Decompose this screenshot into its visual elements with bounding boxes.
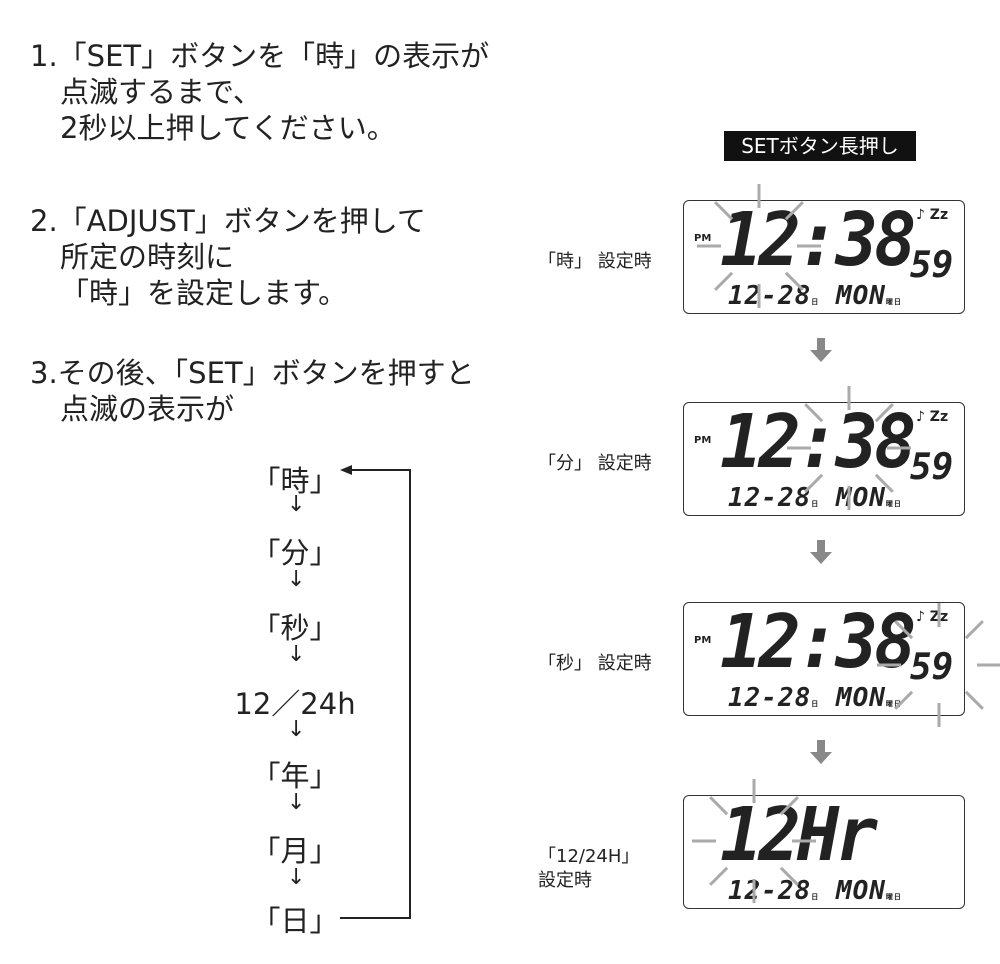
lcd-date: 12-28日 MON曜日 xyxy=(728,683,902,713)
display-label: 「時」 設定時 xyxy=(538,251,652,272)
flow-arrow: ↓ xyxy=(287,717,306,742)
flow-day: 「日」 xyxy=(251,904,339,938)
flow-month: 「月」 xyxy=(251,834,339,868)
pm-indicator: PM xyxy=(694,435,712,446)
down-arrow-icon xyxy=(810,338,832,362)
flash-rays-icon xyxy=(697,184,821,308)
flash-rays-icon xyxy=(787,386,911,510)
step-text: 点滅の表示が xyxy=(60,392,235,426)
lcd-time: 12:38 xyxy=(720,599,916,685)
set-long-press-label: SETボタン長押し xyxy=(724,131,916,161)
step-text: 所定の時刻に xyxy=(60,240,235,274)
step-text: 「時」を設定します。 xyxy=(60,276,348,310)
flow-hour: 「時」 xyxy=(251,464,339,498)
lcd-time: 12Hr xyxy=(720,792,878,878)
flow-second: 「秒」 xyxy=(251,611,339,645)
step-text: 3.その後、「SET」ボタンを押すと xyxy=(30,356,475,390)
step-text: 点滅するまで、 xyxy=(60,75,262,109)
alarm-radio-icons: ♪ Zz xyxy=(916,207,949,223)
lcd-seconds: 59 xyxy=(910,447,954,488)
flow-arrow: ↓ xyxy=(287,865,306,890)
pm-indicator: PM xyxy=(694,233,712,244)
flow-arrow: ↓ xyxy=(287,790,306,815)
pm-indicator: PM xyxy=(694,635,712,646)
down-arrow-icon xyxy=(810,740,832,764)
flow-arrow: ↓ xyxy=(287,567,306,592)
down-arrow-icon xyxy=(810,540,832,564)
display-label: 「分」 設定時 xyxy=(538,453,652,474)
step-text: 1.「SET」ボタンを「時」の表示が xyxy=(30,39,490,73)
flow-minute: 「分」 xyxy=(251,536,339,570)
lcd-date: 12-28日 MON曜日 xyxy=(728,281,902,311)
flash-rays-icon xyxy=(877,603,1000,727)
display-label: 「12/24H」設定時 xyxy=(538,846,640,891)
step-3: 3.その後、「SET」ボタンを押すと 点滅の表示が xyxy=(30,355,475,427)
lcd-date: 12-28日 MON曜日 xyxy=(728,876,902,906)
display-label: 「秒」 設定時 xyxy=(538,653,652,674)
lcd-time: 12:38 xyxy=(720,197,916,283)
alarm-radio-icons: ♪ Zz xyxy=(916,409,949,425)
step-text: 2秒以上押してください。 xyxy=(60,111,396,145)
lcd-seconds: 59 xyxy=(910,647,954,688)
flash-rays-icon xyxy=(692,779,816,903)
lcd-seconds: 59 xyxy=(910,245,954,286)
flow-arrow: ↓ xyxy=(287,492,306,517)
lcd-date: 12-28日 MON曜日 xyxy=(728,483,902,513)
flow-12-24h: 12／24h xyxy=(234,687,356,721)
step-2: 2.「ADJUST」ボタンを押して 所定の時刻に 「時」を設定します。 xyxy=(30,203,426,311)
flow-arrow: ↓ xyxy=(287,642,306,667)
step-1: 1.「SET」ボタンを「時」の表示が 点滅するまで、 2秒以上押してください。 xyxy=(30,38,489,146)
flow-year: 「年」 xyxy=(251,759,339,793)
step-text: 2.「ADJUST」ボタンを押して xyxy=(30,204,426,238)
